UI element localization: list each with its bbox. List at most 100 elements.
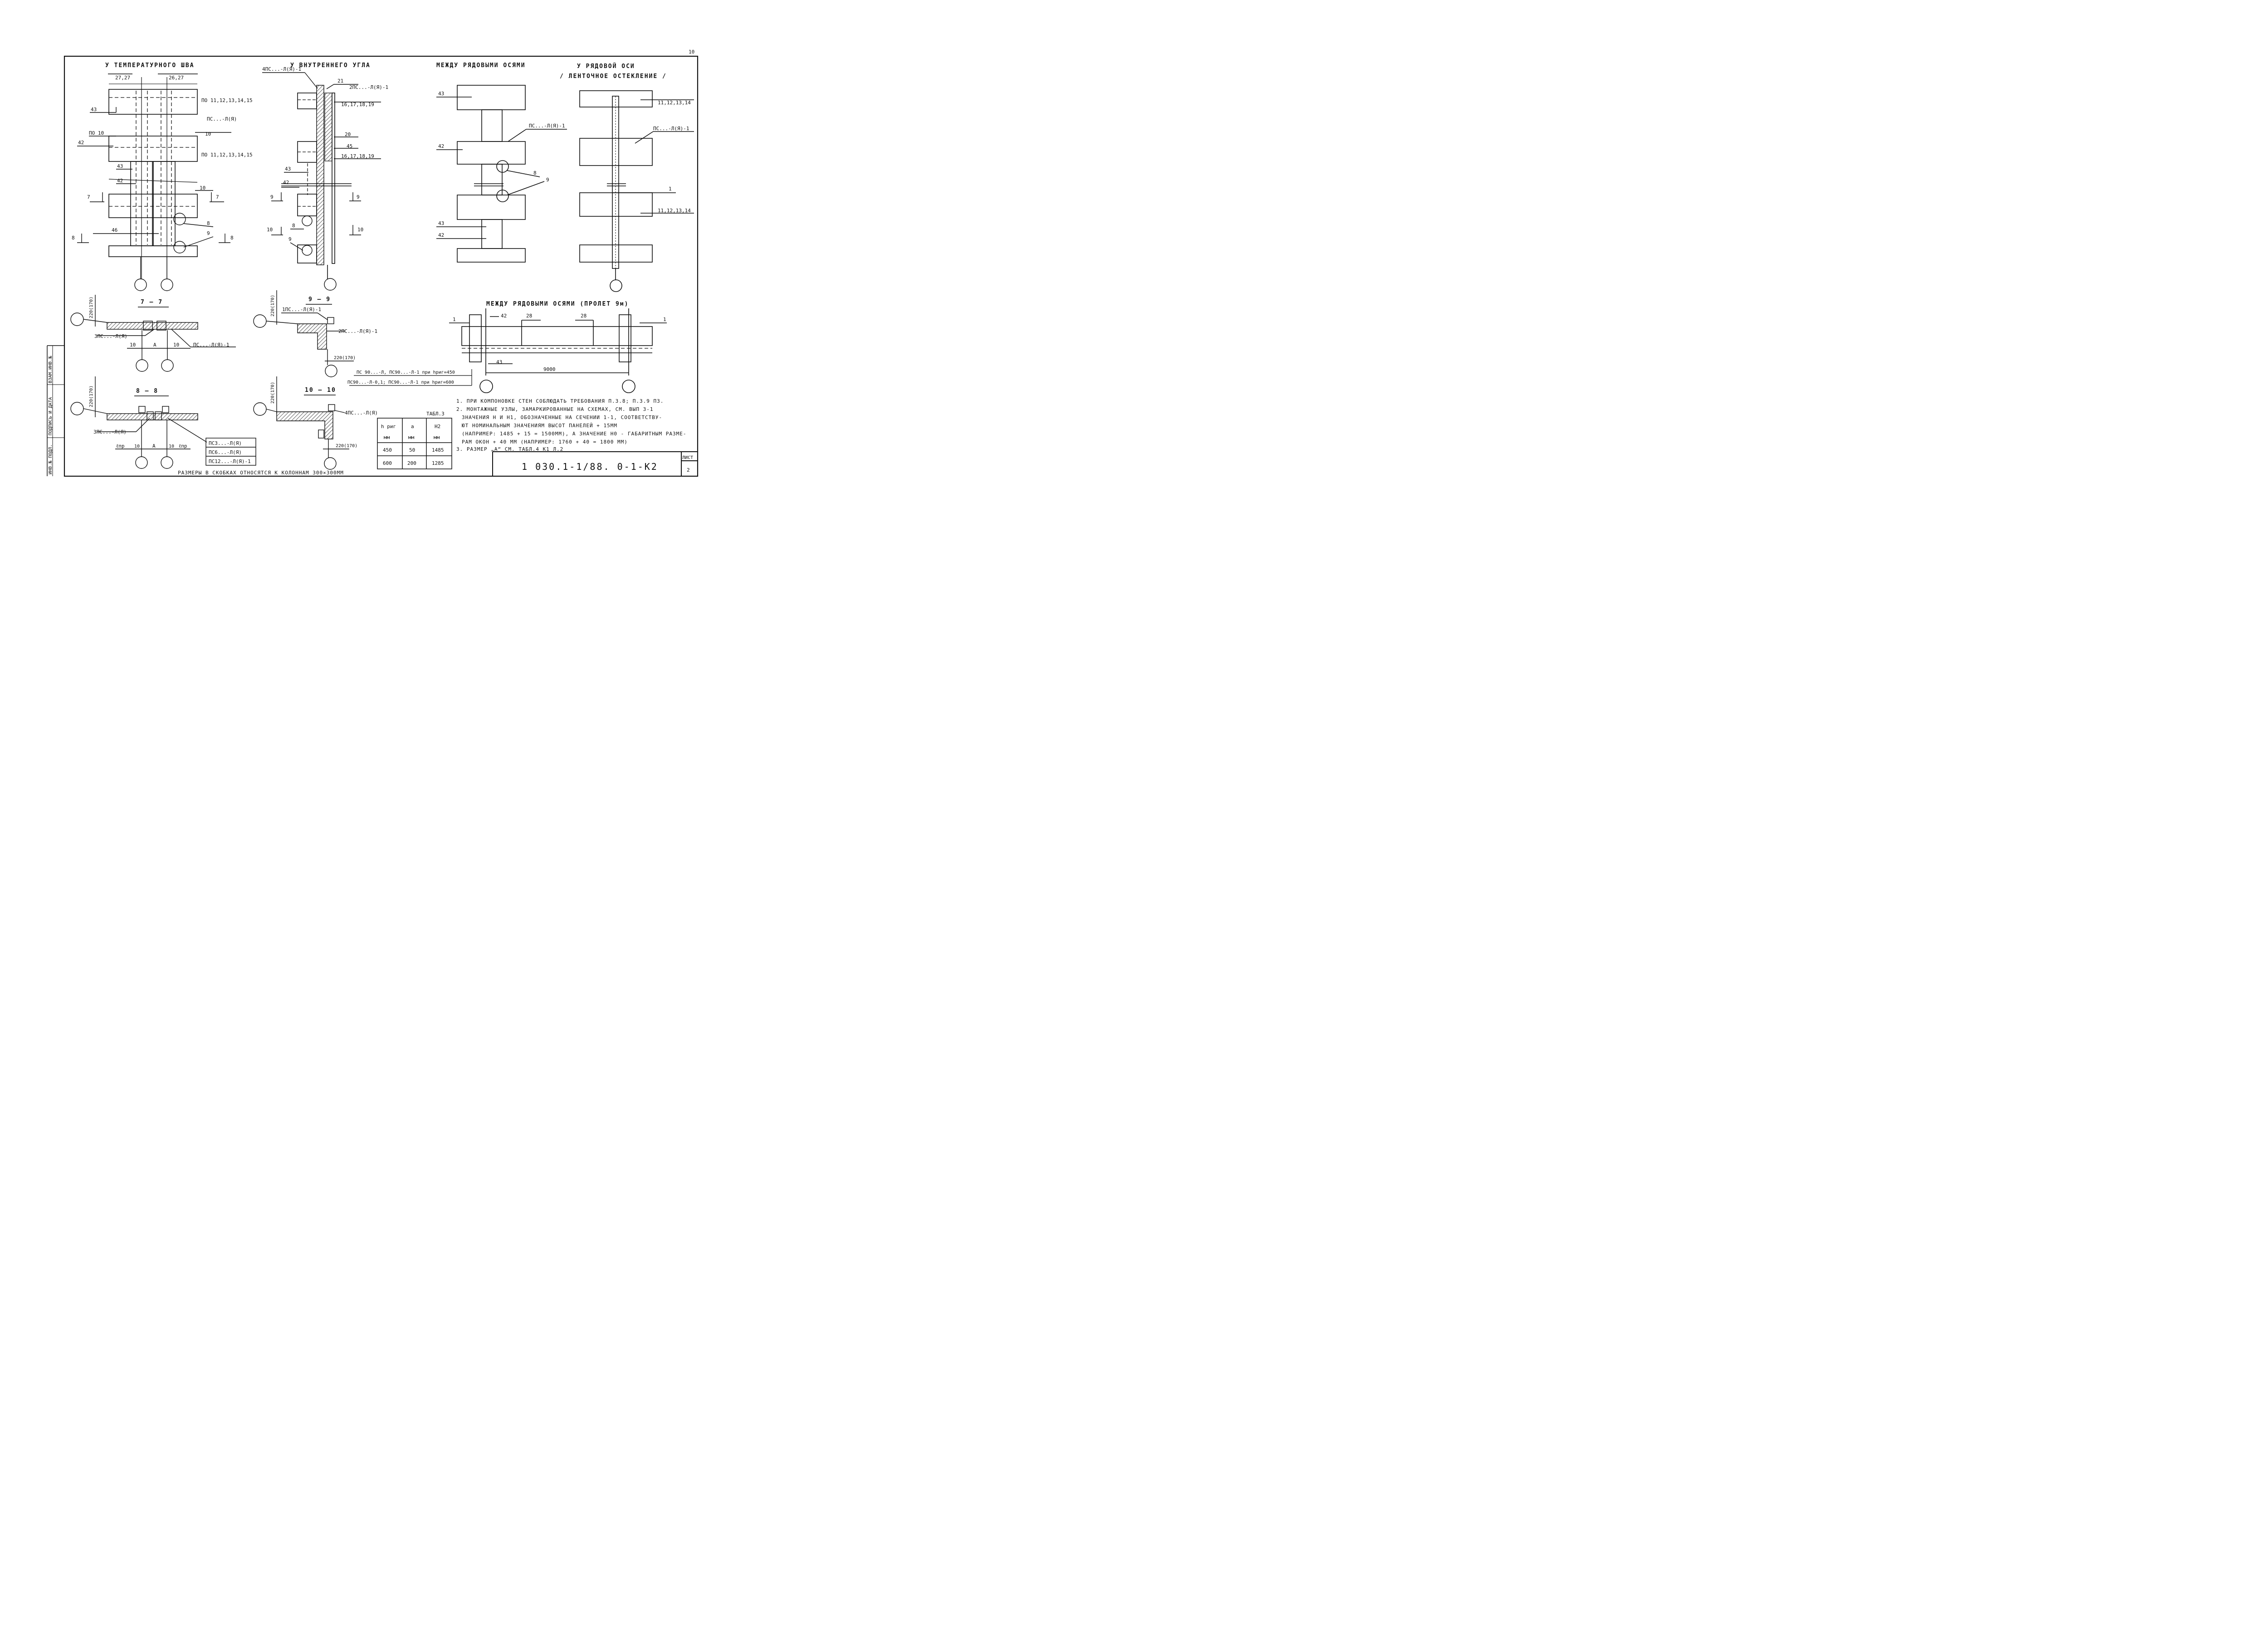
label-42-span: 42 bbox=[501, 313, 507, 319]
note-line: РАМ ОКОН + 40 ММ (НАПРИМЕР: 1760 + 40 = … bbox=[462, 439, 628, 445]
table-3-title: ТАБЛ.3 bbox=[426, 411, 445, 417]
table-3-unit-a: мм bbox=[408, 434, 415, 440]
label-1-span-left: 1 bbox=[453, 317, 456, 322]
notes-block: 1. ПРИ КОМПОНОВКЕ СТЕН СОБЛЮДАТЬ ТРЕБОВА… bbox=[456, 398, 686, 452]
table-3-header-a: а bbox=[411, 424, 414, 429]
label-42-top: 42 bbox=[78, 140, 84, 146]
dim-lpr-right: ℓпр bbox=[179, 443, 187, 449]
label-43-between-top: 43 bbox=[438, 91, 444, 97]
label-43-between-bottom: 43 bbox=[438, 220, 444, 226]
label-46: 46 bbox=[112, 227, 117, 233]
label-42-mid: 42 bbox=[117, 178, 123, 184]
label-11-14-top: 11,12,13,14 bbox=[658, 100, 691, 106]
footnote-column-sizes: РАЗМЕРЫ В СКОБКАХ ОТНОСЯТСЯ К КОЛОННАМ 3… bbox=[178, 470, 344, 476]
dim-220-170-s1010-top: 220(170) bbox=[270, 382, 275, 404]
label-3ps-l-s88: 3ПС...-Л(Я) bbox=[93, 429, 127, 435]
label-3ps-l-s77: 3ПС...-Л(Я) bbox=[94, 333, 127, 339]
label-28-right: 28 bbox=[581, 313, 587, 319]
dim-220-170-s99-top: 220(170) bbox=[270, 295, 275, 317]
section-mark-10-left: 10 bbox=[267, 227, 273, 233]
label-43-top: 43 bbox=[91, 107, 97, 112]
dim-9000: 9000 bbox=[543, 366, 556, 372]
label-42-corner: 42 bbox=[283, 180, 289, 185]
dim-a-s77: А bbox=[153, 342, 156, 348]
view-row-axis: У РЯДОВОЙ ОСИ / ЛЕНТОЧНОЕ ОСТЕКЛЕНИЕ / 1… bbox=[560, 63, 694, 292]
label-node-9: 9 bbox=[207, 230, 210, 236]
title-block: 1 030.1-1/88. 0-1-К2 ЛИСТ 2 bbox=[492, 451, 698, 476]
label-43-span: 43 bbox=[496, 359, 502, 365]
label-ps-l: ПС...-Л(Я) bbox=[207, 116, 237, 122]
label-45: 45 bbox=[347, 143, 352, 149]
section-7-7-title: 7 — 7 bbox=[141, 299, 163, 306]
label-po-11-15-bottom: ПО 11,12,13,14,15 bbox=[201, 152, 253, 158]
label-ps-l1-between: ПС...-Л(Я)-1 bbox=[529, 123, 565, 129]
dim-10-right-s88: 10 bbox=[169, 444, 174, 449]
note-line: 2. МОНТАЖНЫЕ УЗЛЫ, ЗАМАРКИРОВАННЫЕ НА СХ… bbox=[456, 406, 654, 412]
section-8-8: 8 — 8 220(170) 3ПС...-Л(Я) ℓпр 10 bbox=[70, 376, 256, 469]
section-mark-9-right: 9 bbox=[357, 194, 360, 200]
sheet-frame bbox=[47, 55, 699, 477]
label-ps-l1-s77: ПС...-Л(Я)-1 bbox=[193, 342, 229, 348]
dim-220-170-s88: 220(170) bbox=[89, 385, 94, 407]
view-between-axes-title: МЕЖДУ РЯДОВЫМИ ОСЯМИ bbox=[436, 62, 526, 69]
sheet-label: ЛИСТ bbox=[682, 455, 693, 460]
label-1-span-right: 1 bbox=[663, 317, 666, 322]
label-po-11-15-top: ПО 11,12,13,14,15 bbox=[201, 98, 253, 103]
label-po10: ПО 10 bbox=[89, 130, 104, 136]
label-10-mid: 10 bbox=[205, 131, 211, 137]
table-3-cell: 600 bbox=[383, 460, 392, 466]
section-10-10: 10 — 10 220(170) 4ПС...-Л(Я) 220(170) bbox=[253, 376, 378, 470]
view-row-axis-title: У РЯДОВОЙ ОСИ bbox=[577, 63, 635, 70]
section-mark-8-left: 8 bbox=[72, 235, 75, 241]
label-node-8-corner: 8 bbox=[292, 223, 295, 229]
label-43-mid: 43 bbox=[117, 163, 123, 169]
page-number: 10 bbox=[689, 49, 694, 55]
label-ps12-l1: ПС12...-Л(Я)-1 bbox=[209, 458, 251, 464]
table-3: ТАБЛ.3 h риг а Н2 мм мм мм 450 50 1485 6… bbox=[377, 411, 452, 469]
section-mark-9-left: 9 bbox=[270, 194, 274, 200]
label-21: 21 bbox=[337, 78, 343, 84]
label-16-19-bottom: 16,17,18,19 bbox=[341, 153, 374, 159]
dim-220-170-s99-bottom: 220(170) bbox=[334, 356, 356, 361]
label-ps3-l: ПС3...-Л(Я) bbox=[209, 440, 242, 446]
dim-lpr-left: ℓпр bbox=[116, 443, 125, 449]
dim-220-170-s1010-bottom: 220(170) bbox=[336, 444, 357, 449]
sheet-number: 2 bbox=[687, 467, 690, 473]
ps-note-h450: ПС 90...-Л, ПС90...-Л-1 при hриг=450 bbox=[357, 370, 455, 375]
section-mark-7-left: 7 bbox=[87, 194, 90, 200]
dim-10-right-s77: 10 bbox=[173, 342, 179, 348]
label-4ps-l: 4ПС...-Л(Я) bbox=[345, 410, 378, 416]
label-2ps-l1: 2ПС...-Л(Я)-1 bbox=[349, 84, 388, 90]
section-9-9: 9 — 9 220(170) 1ПС...-Л(Я)-1 2ПС...-Л(Я)… bbox=[253, 290, 377, 377]
label-27-27: 27,27 bbox=[115, 75, 130, 81]
label-28-left: 28 bbox=[526, 313, 532, 319]
table-3-unit-hrig: мм bbox=[384, 434, 390, 440]
label-2ps-l1-s99: 2ПС...-Л(Я)-1 bbox=[338, 328, 377, 334]
label-10-lower: 10 bbox=[200, 185, 205, 191]
dim-220-170-s77: 220(170) bbox=[89, 297, 94, 318]
drawing-sheet: ИНВ.№ ПОДЛ. ПОДПИСЬ И ДАТА ВЗАМ.ИНВ.№ 10… bbox=[47, 49, 699, 477]
label-node-9-corner: 9 bbox=[288, 236, 292, 242]
view-span-9m: МЕЖДУ РЯДОВЫМИ ОСЯМИ (ПРОЛЕТ 9м) 1 42 28… bbox=[347, 301, 667, 393]
table-3-cell: 1285 bbox=[432, 460, 444, 466]
label-1ps-l1: 1ПС...-Л(Я)-1 bbox=[282, 307, 321, 312]
label-43-corner: 43 bbox=[285, 166, 291, 172]
label-42-between-top: 42 bbox=[438, 143, 444, 149]
section-9-9-title: 9 — 9 bbox=[308, 296, 331, 303]
dim-10-left-s88: 10 bbox=[134, 444, 140, 449]
dim-10-left-s77: 10 bbox=[130, 342, 136, 348]
span-9m-title: МЕЖДУ РЯДОВЫМИ ОСЯМИ (ПРОЛЕТ 9м) bbox=[486, 301, 629, 307]
table-3-unit-h2: мм bbox=[434, 434, 440, 440]
label-1-row: 1 bbox=[669, 186, 672, 192]
label-node-8: 8 bbox=[207, 220, 210, 226]
note-line: (НАПРИМЕР: 1485 + 15 = 1500ММ), А ЗНАЧЕН… bbox=[462, 431, 686, 437]
note-line: ЮТ НОМИНАЛЬНЫМ ЗНАЧЕНИЯМ ВЫСОТ ПАНЕЛЕЙ +… bbox=[462, 423, 617, 429]
ps-note-h600: ПС90...-Л-0,1; ПС90...-Л-1 при hриг=600 bbox=[347, 380, 454, 385]
label-ps6-l: ПС6...-Л(Я) bbox=[209, 449, 242, 455]
table-3-cell: 1485 bbox=[432, 447, 444, 453]
note-line: 1. ПРИ КОМПОНОВКЕ СТЕН СОБЛЮДАТЬ ТРЕБОВА… bbox=[456, 398, 664, 404]
stamp-signature-label: ПОДПИСЬ И ДАТА bbox=[48, 397, 53, 435]
label-16-19-top: 16,17,18,19 bbox=[341, 102, 374, 107]
table-3-cell: 50 bbox=[409, 447, 415, 453]
view-row-axis-subtitle: / ЛЕНТОЧНОЕ ОСТЕКЛЕНИЕ / bbox=[560, 73, 667, 80]
